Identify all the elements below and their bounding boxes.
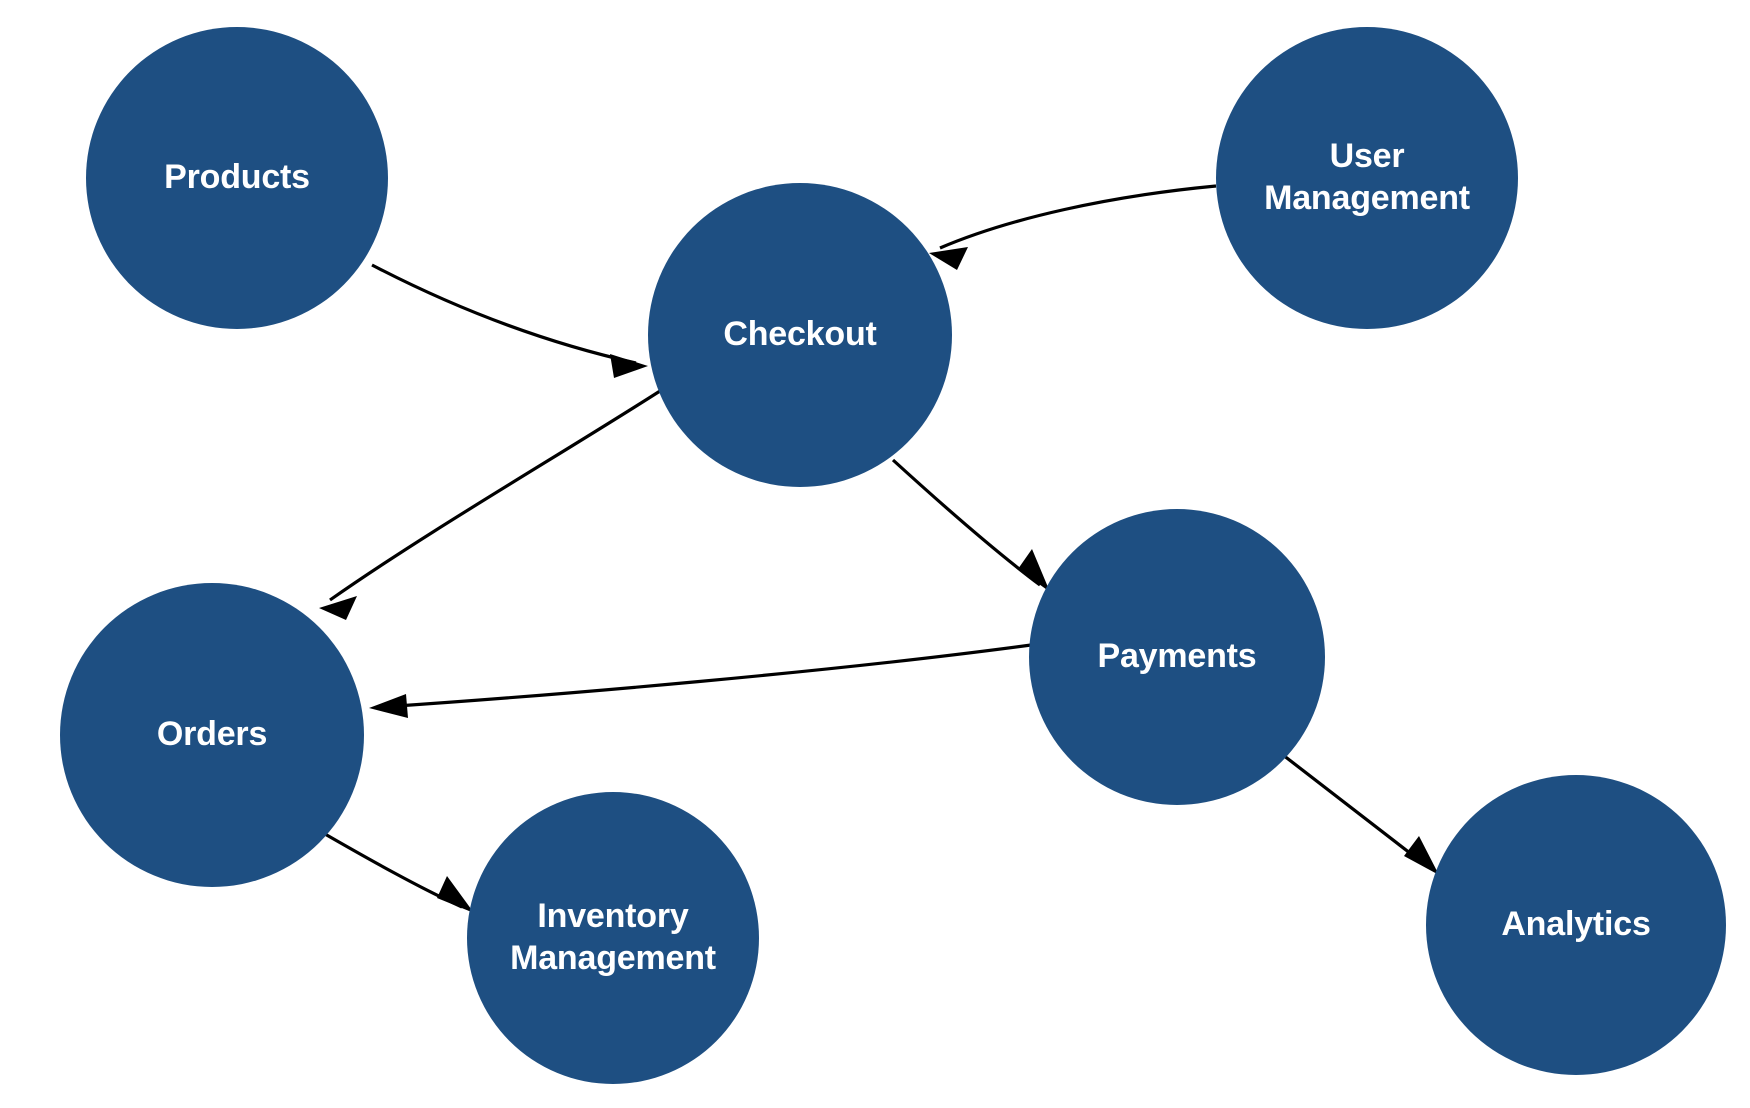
node-checkout[interactable]	[648, 183, 952, 487]
edge-products-to-checkout[interactable]	[371, 263, 648, 378]
arrow-head-icon	[369, 694, 408, 718]
arrow-head-icon	[1018, 549, 1050, 592]
edge-checkout-to-orders[interactable]	[319, 389, 661, 620]
edge-payments-to-analytics[interactable]	[1282, 753, 1439, 875]
edge-user-management-to-checkout[interactable]	[929, 184, 1217, 270]
arrow-head-icon	[610, 354, 648, 378]
node-user-management[interactable]	[1216, 27, 1518, 329]
node-analytics[interactable]	[1426, 775, 1726, 1075]
node-orders[interactable]	[60, 583, 364, 887]
edge-orders-to-inventory[interactable]	[317, 828, 474, 913]
arrow-head-icon	[929, 247, 968, 270]
node-payments[interactable]	[1029, 509, 1325, 805]
node-inventory-management[interactable]	[467, 792, 759, 1084]
arrow-head-icon	[1404, 836, 1439, 875]
edge-checkout-to-payments[interactable]	[891, 458, 1050, 592]
edge-payments-to-orders[interactable]	[369, 643, 1032, 718]
arrow-head-icon	[319, 596, 357, 620]
edge-layer	[317, 184, 1439, 913]
node-layer	[60, 27, 1726, 1084]
arrow-head-icon	[437, 876, 474, 913]
node-products[interactable]	[86, 27, 388, 329]
